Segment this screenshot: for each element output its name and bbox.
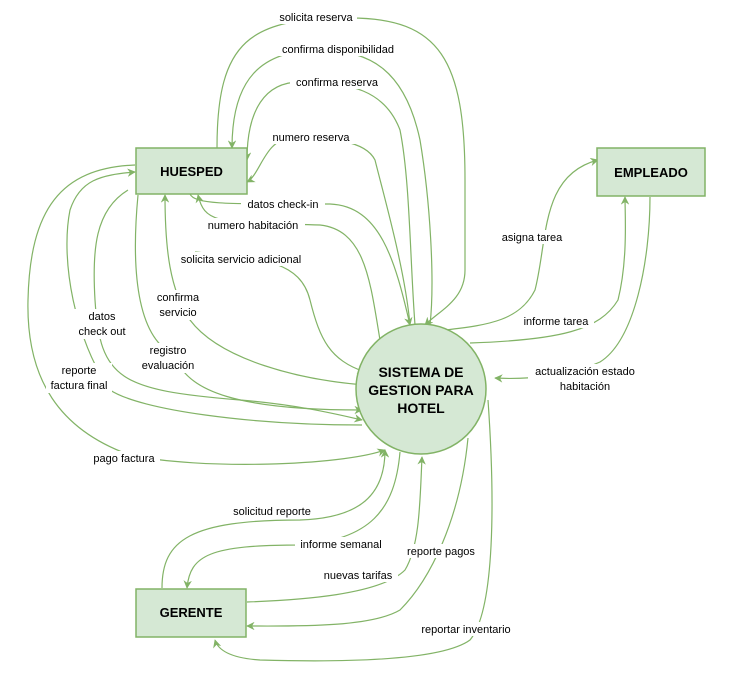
flow-datos-checkout xyxy=(93,189,363,423)
label-confirma-reserva: confirma reserva xyxy=(296,77,379,89)
label-datos-checkout-2: check out xyxy=(78,326,125,338)
label-confirma-servicio-2: servicio xyxy=(159,307,196,319)
label-datos-checkout-1: datos xyxy=(89,311,116,323)
label-nuevas-tarifas: nuevas tarifas xyxy=(324,570,393,582)
entity-gerente-label: GERENTE xyxy=(160,605,223,620)
flow-confirma-disponibilidad xyxy=(227,49,433,326)
label-datos-checkin: datos check-in xyxy=(248,199,319,211)
label-registro-evaluacion-2: evaluación xyxy=(142,360,195,372)
process-label-line3: HOTEL xyxy=(397,400,445,416)
label-reporte-factura-2: factura final xyxy=(51,380,108,392)
label-numero-reserva: numero reserva xyxy=(272,132,350,144)
entity-huesped-label: HUESPED xyxy=(160,164,223,179)
label-informe-tarea: informe tarea xyxy=(524,316,590,328)
label-registro-evaluacion-1: registro xyxy=(150,345,187,357)
flow-datos-checkin xyxy=(189,193,413,326)
label-numero-habitacion: numero habitación xyxy=(208,220,299,232)
label-solicita-servicio: solicita servicio adicional xyxy=(181,254,301,266)
flow-labels: solicita reserva confirma disponibilidad… xyxy=(46,10,644,636)
flow-solicitud-reporte xyxy=(161,449,390,589)
flow-actualizacion-estado xyxy=(494,196,651,383)
label-solicita-reserva: solicita reserva xyxy=(279,12,353,24)
label-solicitud-reporte: solicitud reporte xyxy=(233,506,311,518)
label-reporte-factura-1: reporte xyxy=(62,365,97,377)
label-pago-factura: pago factura xyxy=(93,453,155,465)
flow-confirma-reserva xyxy=(242,81,416,326)
label-actualizacion-1: actualización estado xyxy=(535,366,635,378)
label-confirma-disponibilidad: confirma disponibilidad xyxy=(282,44,394,56)
label-reporte-pagos: reporte pagos xyxy=(407,546,475,558)
entity-huesped: HUESPED xyxy=(135,147,248,195)
flow-reporte-pagos xyxy=(246,437,469,631)
flow-nuevas-tarifas xyxy=(246,456,426,603)
flow-reportar-inventario xyxy=(213,399,493,662)
label-informe-semanal: informe semanal xyxy=(300,539,381,551)
flow-pago-factura xyxy=(27,164,386,465)
flow-numero-habitacion xyxy=(195,194,381,341)
process-label-line2: GESTION PARA xyxy=(368,382,474,398)
entity-gerente: GERENTE xyxy=(135,588,247,638)
label-confirma-servicio-1: confirma xyxy=(157,292,200,304)
label-reportar-inventario: reportar inventario xyxy=(421,624,510,636)
label-actualizacion-2: habitación xyxy=(560,381,610,393)
process-sistema: SISTEMA DE GESTION PARA HOTEL xyxy=(355,323,487,455)
process-label-line1: SISTEMA DE xyxy=(378,364,463,380)
flow-reporte-factura xyxy=(66,168,363,426)
entity-empleado-label: EMPLEADO xyxy=(614,165,688,180)
flow-informe-tarea xyxy=(469,196,630,344)
label-asigna-tarea: asigna tarea xyxy=(502,232,563,244)
flow-asigna-tarea xyxy=(444,157,599,331)
entity-empleado: EMPLEADO xyxy=(596,147,706,197)
flow-solicita-servicio xyxy=(194,251,366,374)
flow-numero-reserva xyxy=(246,137,411,326)
flow-solicita-reserva xyxy=(216,17,466,326)
flow-confirma-servicio xyxy=(160,194,366,386)
